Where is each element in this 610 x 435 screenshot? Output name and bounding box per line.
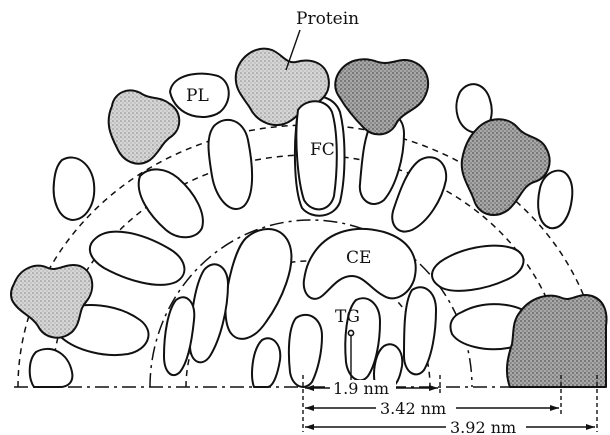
pl-label: PL xyxy=(186,86,209,106)
tg-marker xyxy=(348,330,353,335)
dim-middle-label: 3.42 nm xyxy=(380,399,446,418)
tg-label: TG xyxy=(335,307,360,327)
protein-lower-right xyxy=(507,295,607,387)
protein-top-right xyxy=(335,59,428,134)
fc-label: FC xyxy=(310,140,335,160)
protein-left xyxy=(109,90,180,163)
ce-label: CE xyxy=(346,248,371,268)
dim-inner-label: 1.9 nm xyxy=(333,379,389,398)
dim-outer-label: 3.92 nm xyxy=(450,418,516,435)
protein-label: Protein xyxy=(296,9,359,29)
protein-right xyxy=(462,119,550,215)
core-lipids xyxy=(164,229,436,387)
